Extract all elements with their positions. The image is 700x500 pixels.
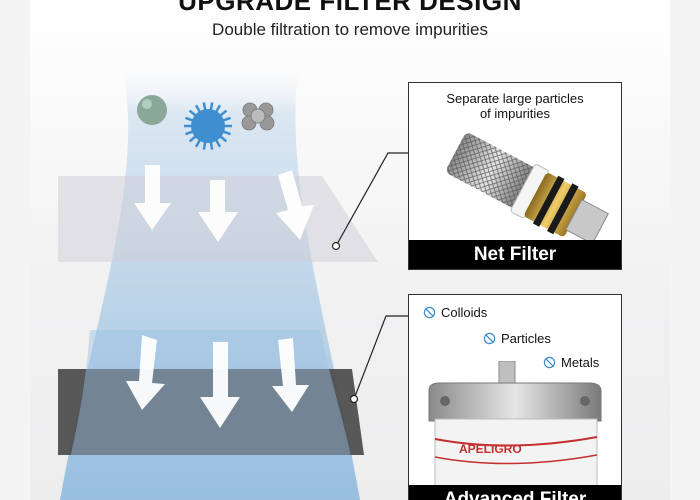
net-filter-caption: Separate large particles of impurities	[409, 91, 621, 121]
feature-item: Metals	[543, 355, 599, 370]
feature-label: Colloids	[441, 305, 488, 320]
filtration-illustration	[58, 60, 408, 500]
filter-check-icon	[423, 306, 436, 319]
advanced-filter-leader	[353, 315, 408, 400]
flow-arrows-lower	[126, 335, 309, 428]
net-filter-card: Separate large particles of impurities N…	[408, 82, 622, 270]
particle-green-icon	[137, 95, 167, 125]
infographic-panel: UPGRADE FILTER DESIGN Double filtration …	[30, 0, 670, 500]
left-margin	[0, 0, 30, 500]
particle-spiky-icon	[184, 102, 232, 150]
feature-item: Colloids	[423, 305, 487, 320]
net-filter-label: Net Filter	[409, 240, 621, 269]
feature-label: Metals	[561, 355, 600, 370]
advanced-filter-label: Advanced Filter	[409, 485, 621, 500]
net-filter-image	[446, 133, 610, 245]
brand-text: APELIGRO	[459, 442, 522, 456]
advanced-filter-image: APELIGRO	[428, 361, 602, 500]
page-title: UPGRADE FILTER DESIGN	[178, 0, 522, 16]
right-margin	[670, 0, 700, 500]
water-stream-overlay	[60, 330, 360, 500]
net-filter-caption-line2: of impurities	[479, 106, 551, 121]
filter-check-icon	[543, 356, 556, 369]
net-filter-caption-line1: Separate large particles	[446, 91, 584, 106]
feature-item: Particles	[483, 331, 551, 346]
particle-cluster-icon	[241, 102, 275, 131]
feature-label: Particles	[501, 331, 551, 346]
filter-check-icon	[483, 332, 496, 345]
flow-arrows-upper	[134, 165, 314, 242]
net-filter-leader	[335, 152, 408, 247]
page-subtitle: Double filtration to remove impurities	[212, 20, 488, 39]
